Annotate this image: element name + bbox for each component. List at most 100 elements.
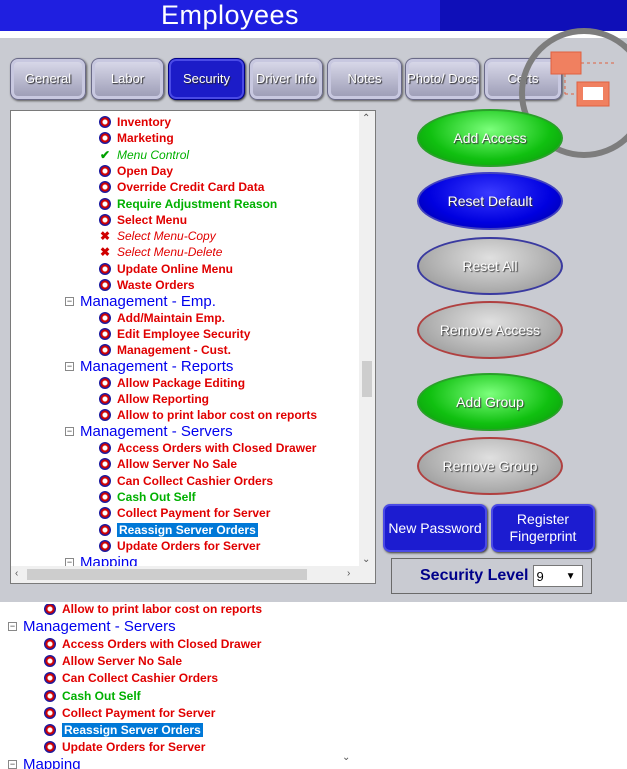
tree-item-label: Override Credit Card Data (117, 180, 265, 195)
tree-item-label: Can Collect Cashier Orders (62, 671, 219, 686)
tree-item[interactable]: ✔Menu Control (99, 147, 189, 163)
tree-category-label: Management - Servers (23, 617, 176, 635)
tree-category-label: Management - Servers (80, 423, 233, 441)
tree-item[interactable]: Select Menu (99, 212, 187, 228)
collapse-icon[interactable]: − (65, 295, 74, 306)
tab-driver-info[interactable]: Driver Info (249, 58, 323, 100)
tree-item[interactable]: Reassign Server Orders (99, 522, 258, 538)
collapse-icon[interactable]: − (8, 620, 17, 631)
window-title: Employees (160, 0, 300, 30)
tree-item[interactable]: Edit Employee Security (99, 326, 250, 342)
security-level-value: 9 (536, 568, 544, 584)
collapse-icon[interactable]: − (8, 759, 17, 769)
tree-item-label: Allow Reporting (117, 392, 209, 407)
tree-category[interactable]: −Management - Servers (8, 617, 176, 635)
tree-item[interactable]: ✖ Select Menu-Copy (99, 228, 216, 244)
scroll-left-icon[interactable]: ‹ (15, 568, 19, 579)
tree-item-label: Require Adjustment Reason (117, 196, 278, 211)
security-level-label: Security Level (420, 567, 529, 584)
tree-item[interactable]: Allow to print labor cost on reports (99, 407, 317, 423)
tree-item[interactable]: Allow Reporting (99, 391, 209, 407)
permission-icon (99, 490, 111, 503)
remove-group-button[interactable]: Remove Group (417, 437, 563, 495)
tree-item[interactable]: Cash Out Self (99, 489, 196, 505)
tree-category[interactable]: −Management - Servers (65, 423, 233, 441)
tree-item[interactable]: Require Adjustment Reason (99, 196, 277, 212)
tree-item[interactable]: Update Orders for Server (99, 538, 260, 554)
tree-item[interactable]: Can Collect Cashier Orders (44, 670, 218, 686)
tree-item[interactable]: Reassign Server Orders (44, 722, 203, 738)
tree-horizontal-scrollbar[interactable]: ‹ › (11, 566, 375, 583)
tree-item[interactable]: Inventory (99, 114, 171, 130)
tree-item-label: Select Menu-Copy (117, 229, 216, 244)
security-level-select[interactable]: 9 ▼ (532, 565, 583, 587)
zoomed-tree-view: Allow to print labor cost on reports−Man… (0, 604, 350, 769)
tree-horizontal-thumb[interactable] (27, 569, 307, 580)
tree-category-label: Management - Emp. (80, 292, 216, 310)
remove-access-button[interactable]: Remove Access (417, 301, 563, 359)
permission-icon (99, 344, 111, 357)
tree-item-label: Can Collect Cashier Orders (117, 473, 274, 488)
tree-item[interactable]: Access Orders with Closed Drawer (99, 440, 316, 456)
tree-item[interactable]: Cash Out Self (44, 688, 141, 704)
permission-icon (99, 132, 111, 145)
tree-category[interactable]: −Management - Emp. (65, 292, 216, 310)
scroll-up-icon[interactable]: ⌃ (362, 113, 371, 124)
tab-labor[interactable]: Labor (91, 58, 164, 100)
tree-category-label: Mapping (23, 756, 81, 769)
title-bar-right (440, 0, 627, 31)
tree-item-label: Access Orders with Closed Drawer (62, 636, 262, 651)
tree-item[interactable]: Allow Package Editing (99, 375, 245, 391)
permission-icon (99, 458, 111, 471)
tree-item-label: Allow Server No Sale (117, 457, 238, 472)
tab-security[interactable]: Security (168, 58, 245, 100)
permission-icon (99, 539, 111, 552)
tree-item[interactable]: ✖Select Menu-Delete (99, 244, 222, 260)
reset-default-button[interactable]: Reset Default (417, 172, 563, 230)
permission-icon (99, 262, 111, 275)
permission-icon (99, 409, 111, 422)
collapse-icon[interactable]: − (65, 426, 74, 437)
tree-category[interactable]: −Management - Reports (65, 358, 233, 375)
tree-item[interactable]: Override Credit Card Data (99, 179, 264, 195)
tree-item-label: Marketing (117, 131, 174, 146)
tree-item[interactable]: Collect Payment for Server (99, 505, 270, 521)
tree-item[interactable]: Allow Server No Sale (99, 456, 237, 472)
add-access-button[interactable]: Add Access (417, 109, 563, 167)
tree-item-label: Allow to print labor cost on reports (117, 408, 318, 423)
new-password-button[interactable]: New Password (383, 504, 487, 552)
register-fingerprint-button[interactable]: Register Fingerprint (491, 504, 595, 552)
collapse-icon[interactable]: − (65, 361, 74, 371)
tab-notes[interactable]: Notes (327, 58, 402, 100)
chevron-down-icon[interactable]: ▼ (565, 570, 576, 582)
permission-icon (99, 181, 111, 194)
tree-item[interactable]: Update Online Menu (99, 261, 233, 277)
tree-item[interactable]: Update Orders for Server (44, 739, 205, 755)
tree-category[interactable]: −Mapping (8, 756, 81, 769)
tree-vertical-thumb[interactable] (362, 361, 372, 397)
tree-item[interactable]: Collect Payment for Server (44, 705, 215, 721)
tree-item[interactable]: Allow to print labor cost on reports (44, 604, 262, 617)
reset-all-button[interactable]: Reset All (417, 237, 563, 295)
tree-item[interactable]: Management - Cust. (99, 342, 231, 358)
add-group-button[interactable]: Add Group (417, 373, 563, 431)
tree-item-label: Select Menu (117, 212, 188, 227)
scroll-right-icon[interactable]: › (347, 568, 351, 579)
tree-item[interactable]: Allow Server No Sale (44, 653, 182, 669)
tree-vertical-scrollbar[interactable]: ⌃ ⌄ (359, 111, 375, 567)
tree-item[interactable]: Waste Orders (99, 277, 195, 293)
tree-item-label: Menu Control (117, 147, 190, 162)
tree-item[interactable]: Can Collect Cashier Orders (99, 473, 273, 489)
x-icon: ✖ (99, 229, 111, 244)
tree-item[interactable]: Add/Maintain Emp. (99, 310, 225, 326)
tree-item[interactable]: Marketing (99, 130, 174, 146)
tab-photo-docs[interactable]: Photo/ Docs (405, 58, 480, 100)
tree-item[interactable]: Access Orders with Closed Drawer (44, 636, 261, 652)
tab-general[interactable]: General (10, 58, 86, 100)
scroll-down-icon[interactable]: ⌄ (362, 554, 371, 565)
title-bar: Employees (0, 0, 627, 38)
tree-item-label: Waste Orders (117, 278, 195, 292)
tree-item[interactable]: Open Day (99, 163, 173, 179)
